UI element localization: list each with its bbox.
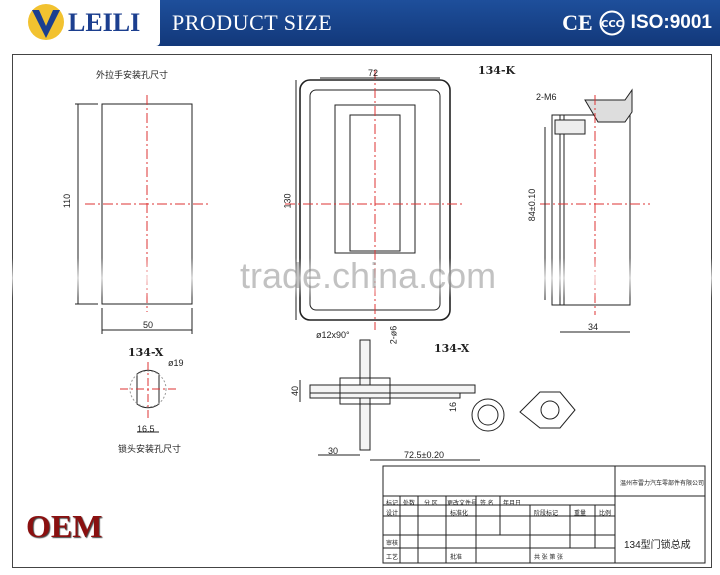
- tb-scale: 比例: [599, 511, 612, 517]
- dim-m6-label: 2-M6: [536, 92, 557, 102]
- assembly-rod: [309, 384, 476, 394]
- brand-name: LEILI: [68, 8, 141, 37]
- tb-row-label-2: 处数: [403, 501, 416, 507]
- tb-review: 审核: [386, 541, 399, 547]
- lock-hole-shape: [136, 369, 160, 409]
- tb-weight: 重量: [574, 511, 587, 517]
- tb-row-label-4: 更改文件号: [447, 501, 478, 507]
- ccc-mark-icon: CCC: [599, 10, 625, 36]
- side-flange: [584, 88, 633, 123]
- dim-30-label: 30: [328, 446, 339, 456]
- dim-34-label: 34: [588, 322, 599, 332]
- dim-72-label: 72: [368, 68, 379, 78]
- assembly-latch: [471, 398, 505, 432]
- label-outer-handle-hole: 外拉手安装孔尺寸: [96, 70, 169, 80]
- tb-process: 工艺: [386, 555, 399, 561]
- model-label-assembly: 134-X: [434, 342, 470, 355]
- dim-110-label: 110: [62, 193, 73, 209]
- dim-40-label: 40: [290, 385, 301, 397]
- model-label-top: 134-K: [478, 64, 516, 77]
- product-name: 134型门锁总成: [624, 540, 691, 551]
- tb-approve: 批准: [450, 555, 463, 561]
- company-name: 温州市雷力汽车零部件有限公司: [620, 481, 705, 487]
- tb-row-label-6: 年月日: [503, 501, 522, 507]
- label-lock-hole: 锁头安装孔尺寸: [118, 444, 182, 454]
- header-bar: LEILI PRODUCT SIZE CE CCC ISO:9001: [0, 0, 720, 46]
- dim-16-label: 16: [448, 401, 459, 413]
- title-block: [382, 465, 706, 564]
- tb-stage-mark: 阶段标记: [534, 511, 559, 517]
- dim-16-5-label: 16.5: [137, 424, 155, 434]
- brand-logo: LEILI: [0, 0, 160, 46]
- dim-84-label: 84±0.10: [527, 188, 538, 222]
- dim-2x6-label: 2-ø6: [388, 325, 399, 345]
- brand-v-icon: [28, 4, 64, 40]
- dim-130-label: 130: [282, 193, 293, 209]
- dim-19-label: ø19: [168, 358, 184, 368]
- assembly-housing: [339, 377, 391, 405]
- assembly-bolt: [519, 391, 576, 429]
- model-label-lock: 134-X: [128, 346, 164, 359]
- tb-sheets: 共 张 第 张: [534, 555, 564, 561]
- iso-cert: ISO:9001: [630, 12, 712, 33]
- tb-row-label-5: 签 名: [480, 501, 494, 507]
- dim-50-label: 50: [143, 320, 154, 330]
- ce-mark: CE: [562, 10, 593, 35]
- drawing-sheet: [12, 54, 712, 568]
- watermark-band: [0, 258, 720, 298]
- watermark-text: trade.china.com: [240, 255, 497, 296]
- certifications: CE CCC ISO:9001: [562, 10, 712, 36]
- side-screw: [554, 119, 586, 135]
- oem-mark: OEM: [26, 508, 103, 544]
- page-title: PRODUCT SIZE: [172, 10, 333, 35]
- dim-12x90-label: ø12x90°: [316, 330, 350, 340]
- tb-row-label-1: 标记: [386, 501, 399, 507]
- svg-text:CCC: CCC: [601, 19, 623, 30]
- tb-designer: 设计: [386, 511, 399, 517]
- tb-row-label-3: 分 区: [424, 501, 438, 507]
- dim-72-5-label: 72.5±0.20: [404, 450, 444, 460]
- tb-standardize: 标准化: [450, 511, 469, 517]
